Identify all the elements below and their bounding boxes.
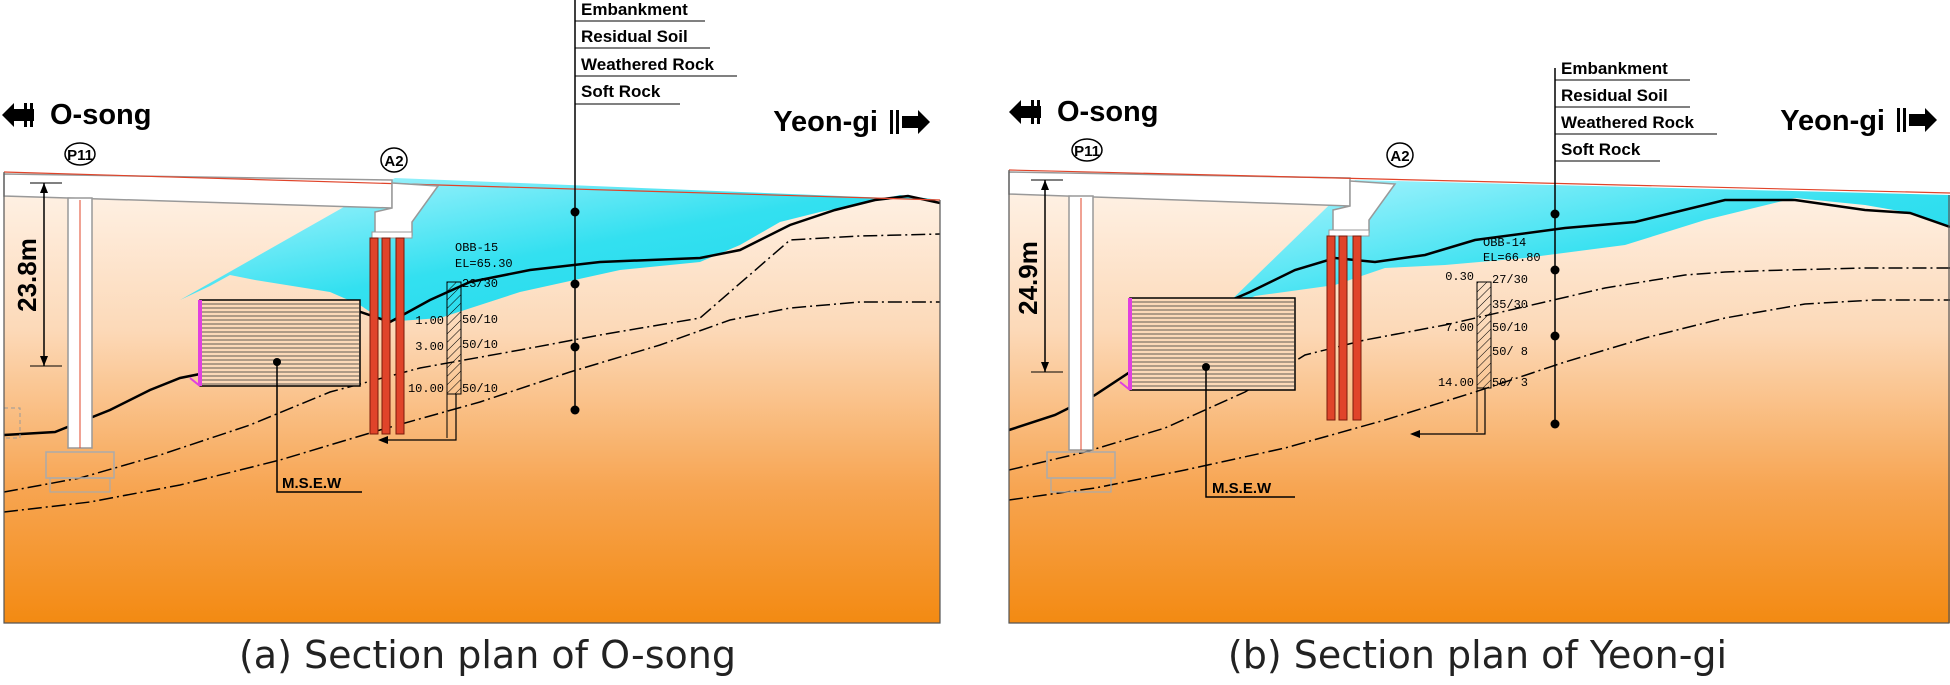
section-drawing-yeongi: M.S.E.W 24.9m OBB-14 EL=66.80 0.30 7.00 …: [1008, 59, 1950, 624]
right-direction-label: Yeon-gi: [1780, 105, 1885, 137]
height-label: 24.9m: [1013, 241, 1043, 315]
weathered-rock-boundary: [3, 233, 941, 493]
layer-legend: [1550, 68, 1717, 429]
left-arrow-icon: [2, 103, 34, 127]
n-value-1: 23/30: [462, 277, 498, 291]
depth-2: 3.00: [415, 340, 444, 354]
right-arrow-icon: [1897, 108, 1937, 132]
depth-3: 10.00: [408, 382, 444, 396]
deck-top-line: [1008, 169, 1950, 194]
legend-embankment: Embankment: [581, 0, 688, 19]
depth-3: 14.00: [1438, 376, 1474, 390]
legend-residual-soil: Residual Soil: [1561, 86, 1668, 105]
depth-1: 1.00: [415, 314, 444, 328]
pier-tag-p11: P11: [64, 142, 96, 166]
legend-soft-rock: Soft Rock: [581, 82, 661, 101]
mse-wall-label: M.S.E.W: [1212, 480, 1272, 497]
left-direction-label: O-song: [1057, 96, 1159, 128]
abutment-label: A2: [384, 153, 403, 170]
n-value-4: 50/10: [462, 382, 498, 396]
n-value-5: 50/ 3: [1492, 376, 1528, 390]
borehole-name: OBB-14: [1483, 236, 1526, 250]
depth-1: 0.30: [1445, 270, 1474, 284]
ground-line: [3, 194, 941, 437]
drawing-frame: [3, 172, 941, 624]
drawing-frame: [1008, 170, 1950, 624]
legend-embankment: Embankment: [1561, 59, 1668, 78]
height-dimension: [1031, 179, 1063, 373]
height-dimension: [30, 182, 62, 367]
soft-rock-boundary: [1008, 299, 1950, 501]
pier-base: [1050, 477, 1112, 493]
section-panel-osong: M.S.E.W 23.8m OBB-15 EL=65.30 1.00 3.00 …: [2, 0, 941, 677]
legend-residual-soil: Residual Soil: [581, 27, 688, 46]
n-value-1: 27/30: [1492, 273, 1528, 287]
borehole-log: [378, 281, 462, 444]
mse-wall: [189, 299, 361, 387]
mse-label-leader: [276, 362, 362, 493]
caption-osong: (a) Section plan of O-song: [238, 633, 737, 677]
abutment-label: A2: [1390, 148, 1409, 165]
pile-cap: [1328, 229, 1370, 237]
soft-rock-boundary: [3, 301, 940, 513]
layer-legend: [570, 0, 737, 415]
caption-yeongi: (b) Section plan of Yeon-gi: [1227, 633, 1728, 677]
n-value-3: 50/10: [462, 338, 498, 352]
pile-cap: [371, 231, 413, 239]
mse-label-leader: [1205, 367, 1295, 498]
soil-body: [1009, 172, 1950, 623]
left-arrow-icon: [1009, 100, 1041, 124]
section-drawing-osong: M.S.E.W 23.8m OBB-15 EL=65.30 1.00 3.00 …: [2, 0, 941, 624]
legend-weathered-rock: Weathered Rock: [581, 55, 714, 74]
mse-wall: [1119, 297, 1296, 391]
borehole-name: OBB-15: [455, 241, 498, 255]
borehole-elevation: EL=65.30: [455, 257, 513, 271]
abutment-piles: [1326, 235, 1362, 421]
abutment-tag-a2: A2: [1386, 142, 1414, 168]
legend-weathered-rock: Weathered Rock: [1561, 113, 1694, 132]
abutment-piles: [369, 237, 405, 435]
weathered-rock-boundary: [1008, 267, 1950, 471]
soil-body: [4, 172, 940, 623]
embankment-fill: [1185, 180, 1950, 345]
deck-top-line: [3, 171, 941, 201]
n-value-4: 50/ 8: [1492, 345, 1528, 359]
pier-label: P11: [1074, 143, 1100, 160]
left-direction-label: O-song: [50, 99, 152, 131]
pier-label: P11: [67, 147, 93, 164]
n-value-2: 35/30: [1492, 298, 1528, 312]
mse-wall-label: M.S.E.W: [282, 475, 342, 492]
pier-tag-p11: P11: [1071, 138, 1103, 162]
n-value-2: 50/10: [462, 313, 498, 327]
borehole-log: [1410, 281, 1492, 438]
right-direction-label: Yeon-gi: [773, 106, 878, 138]
abutment-tag-a2: A2: [380, 147, 408, 173]
section-panel-yeongi: M.S.E.W 24.9m OBB-14 EL=66.80 0.30 7.00 …: [1005, 0, 1950, 685]
legend-soft-rock: Soft Rock: [1561, 140, 1641, 159]
right-arrow-icon: [890, 110, 930, 134]
pier-base: [49, 477, 111, 493]
height-label: 23.8m: [12, 238, 42, 312]
depth-2: 7.00: [1445, 321, 1474, 335]
n-value-3: 50/10: [1492, 321, 1528, 335]
borehole-elevation: EL=66.80: [1483, 251, 1541, 265]
